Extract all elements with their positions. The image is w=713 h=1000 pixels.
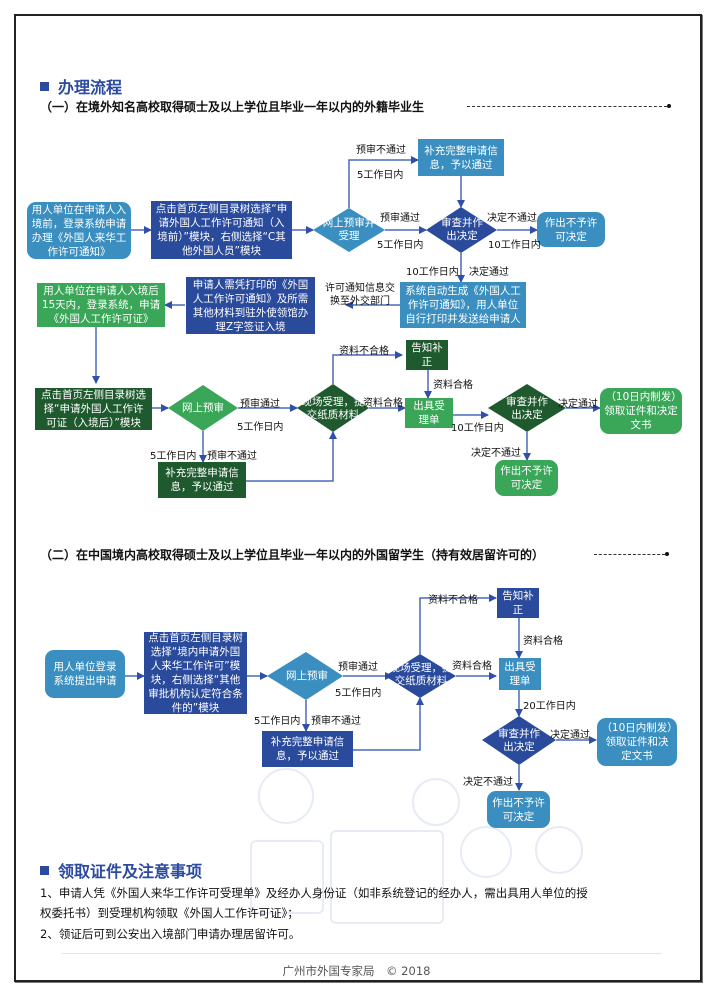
label-pre-fail2: 预审不通过 bbox=[207, 451, 257, 462]
background-avatar-icon bbox=[412, 778, 460, 826]
section-title-text: 领取证件及注意事项 bbox=[58, 862, 203, 881]
s2-node-select-module: 点击首页左侧目录树选择“境内申请外国人来华工作许可”模块，右侧选择“其他审批机构… bbox=[144, 632, 247, 714]
subtitle-domestic-students: （二）在中国境内高校取得硕士及以上学位且毕业一年以内的外国留学生（持有效居留许可… bbox=[40, 548, 545, 562]
label-exchange: 许可通知信息交换至外交部门 bbox=[325, 283, 395, 307]
s2-label-days20: 20工作日内 bbox=[523, 701, 576, 712]
s2-node-supplement: 补充完整申请信息，予以通过 bbox=[262, 731, 353, 767]
node-supplement: 补充完整申请信息，予以通过 bbox=[418, 139, 504, 176]
node-review-decide: 审查并作出决定 bbox=[441, 217, 483, 242]
subtitle-dashed-line bbox=[594, 554, 665, 555]
node-select-module2: 点击首页左侧目录树选择“申请外国人工作许可证（入境后）”模块 bbox=[35, 388, 152, 430]
node-supplement2: 补充完整申请信息，予以通过 bbox=[158, 462, 246, 498]
arrow bbox=[419, 594, 497, 654]
node-visa: 申请人需凭打印的《外国人工作许可通知》及所需其他材料到驻外使领馆办理Z字签证入境 bbox=[186, 277, 315, 334]
node-auto-generate: 系统自动生成《外国人工作许可通知》，用人单位自行打印并发送给申请人 bbox=[400, 282, 526, 328]
s2-label-material-ok: 资料合格 bbox=[523, 636, 563, 647]
label-material-ok2: 资料合格 bbox=[363, 398, 403, 409]
arrow bbox=[246, 431, 337, 482]
decision-diamond-online-review bbox=[313, 208, 385, 252]
node-deny: 作出不予许可决定 bbox=[537, 212, 605, 247]
node-deny2: 作出不予许可决定 bbox=[495, 460, 558, 496]
decision-diamond-s2-onsite bbox=[385, 654, 456, 698]
footer-rule bbox=[62, 953, 662, 954]
background-browser-icon bbox=[330, 830, 444, 924]
decision-diamond-review-decide2 bbox=[488, 384, 566, 432]
s2-node-collect: （10日内制发）领取证件和决定文书 bbox=[597, 718, 677, 766]
label-days10-c: 10工作日内 bbox=[451, 423, 504, 434]
decision-diamond-onsite bbox=[297, 384, 369, 432]
label-decision-pass2: 决定通过 bbox=[558, 399, 598, 410]
note-line-1: 1、申请人凭《外国人来华工作许可受理单》及经办人身份证（如非系统登记的经办人，需… bbox=[40, 886, 588, 900]
node-online-review: 网上预审并受理 bbox=[322, 217, 376, 242]
label-decision-fail2: 决定不通过 bbox=[471, 448, 521, 459]
label-days5-c: 5工作日内 bbox=[237, 422, 284, 433]
label-decision-pass: 决定通过 bbox=[469, 267, 509, 278]
square-bullet-icon bbox=[40, 866, 49, 875]
s2-node-online-review: 网上预审 bbox=[286, 669, 328, 682]
s2-node-deny: 作出不予许可决定 bbox=[487, 791, 550, 828]
square-bullet-icon bbox=[40, 82, 49, 91]
section-title-text: 办理流程 bbox=[58, 78, 123, 97]
background-circle-icon bbox=[460, 826, 512, 878]
label-decision-fail: 决定不通过 bbox=[487, 213, 537, 224]
label-days5-d: 5工作日内 bbox=[150, 451, 197, 462]
label-pre-pass: 预审通过 bbox=[380, 213, 420, 224]
s2-label-days5-b: 5工作日内 bbox=[254, 716, 301, 727]
node-onsite: 现场受理，提交纸质材料 bbox=[301, 396, 365, 421]
note-line-2: 权委托书）到受理机构领取《外国人工作许可证》； bbox=[40, 906, 299, 920]
s2-label-days5-a: 5工作日内 bbox=[335, 688, 382, 699]
node-collect: （10日内制发）领取证件和决定文书 bbox=[600, 388, 682, 434]
footer-copyright: 广州市外国专家局 © 2018 bbox=[282, 964, 431, 978]
label-pre-pass2: 预审通过 bbox=[240, 399, 280, 410]
node-select-module: 点击首页左侧目录树选择“申请外国人工作许可通知（入境前）”模块，右侧选择“C其他… bbox=[151, 201, 292, 259]
subtitle-dashed-line bbox=[467, 106, 667, 107]
s2-label-material-ok2: 资料合格 bbox=[452, 661, 492, 672]
background-laptop-icon bbox=[250, 840, 324, 914]
node-online-review2: 网上预审 bbox=[182, 401, 224, 414]
label-material-fail: 资料不合格 bbox=[339, 346, 389, 357]
s2-node-onsite: 现场受理，提交纸质材料 bbox=[389, 662, 453, 687]
s2-label-pre-pass: 预审通过 bbox=[338, 662, 378, 673]
s2-label-decision-pass: 决定通过 bbox=[550, 730, 590, 741]
page-frame bbox=[14, 14, 702, 982]
s2-label-material-fail: 资料不合格 bbox=[428, 595, 478, 606]
label-pre-fail: 预审不通过 bbox=[356, 145, 406, 156]
node-apply-permit: 用人单位在申请人入境后15天内，登录系统，申请《外国人工作许可证》 bbox=[37, 283, 165, 327]
label-days5-b: 5工作日内 bbox=[377, 240, 424, 251]
background-avatar-icon bbox=[535, 826, 583, 874]
s2-node-review-decide: 审查并作出决定 bbox=[498, 728, 540, 753]
arrow bbox=[348, 156, 419, 208]
decision-diamond-online-review2 bbox=[168, 385, 238, 431]
arrow bbox=[353, 697, 424, 751]
label-material-ok: 资料合格 bbox=[433, 380, 473, 391]
s2-label-pre-fail: 预审不通过 bbox=[311, 716, 361, 727]
decision-diamond-review-decide bbox=[426, 207, 497, 253]
node-receipt: 出具受理单 bbox=[405, 398, 453, 428]
subtitle-end-dot bbox=[667, 104, 671, 108]
label-days5-a: 5工作日内 bbox=[357, 170, 404, 181]
section-title-process: 办理流程 bbox=[40, 74, 122, 98]
decision-diamond-s2-online-review bbox=[267, 652, 343, 700]
label-days10-a: 10工作日内 bbox=[488, 240, 541, 251]
s2-node-notify: 告知补正 bbox=[497, 588, 539, 618]
node-review-decide2: 审查并作出决定 bbox=[506, 396, 548, 421]
label-days10-b: 10工作日内 bbox=[406, 267, 459, 278]
decision-diamond-s2-review-decide bbox=[482, 716, 556, 765]
node-notify: 告知补正 bbox=[406, 340, 448, 370]
background-avatar-icon bbox=[258, 768, 314, 824]
s2-node-start: 用人单位登录系统提出申请 bbox=[45, 650, 125, 698]
subtitle-end-dot bbox=[665, 552, 669, 556]
note-line-3: 2、领证后可到公安出入境部门申请办理居留许可。 bbox=[40, 927, 301, 941]
arrow bbox=[332, 351, 403, 384]
subtitle-overseas-graduates: （一）在境外知名高校取得硕士及以上学位且毕业一年以内的外籍毕业生 bbox=[40, 100, 425, 114]
node-start: 用人单位在申请人入境前，登录系统申请办理《外国人来华工作许可通知》 bbox=[27, 202, 131, 259]
s2-node-receipt: 出具受理单 bbox=[499, 658, 541, 690]
section-title-collect: 领取证件及注意事项 bbox=[40, 858, 202, 882]
s2-label-decision-fail: 决定不通过 bbox=[463, 777, 513, 788]
